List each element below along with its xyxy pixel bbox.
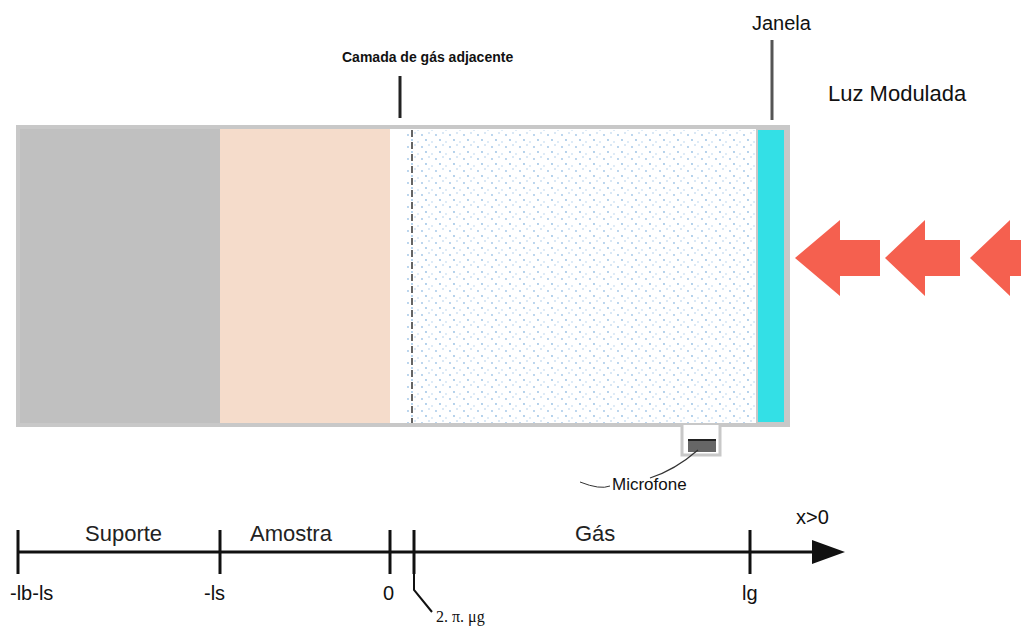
region-label: Amostra xyxy=(250,521,332,547)
region-label: Suporte xyxy=(85,521,162,547)
axis-tick-label: 0 xyxy=(383,582,394,604)
axis-tick-label: lg xyxy=(742,582,758,604)
axis-tick-label: -lb-ls xyxy=(10,582,53,604)
part-label: Microfone xyxy=(612,476,687,495)
cell-region: Gás xyxy=(390,129,756,423)
axis-label: x>0 xyxy=(796,506,829,528)
axis-tick-label: -ls xyxy=(204,582,225,604)
cell-region: Suporte xyxy=(20,129,220,423)
axis-tick-label: 2. π. μg xyxy=(436,608,485,626)
part-label: Luz Modulada xyxy=(828,82,966,106)
part-label: Camada de gás adjacente xyxy=(342,50,513,65)
part-label: Janela xyxy=(752,12,811,34)
region-label: Gás xyxy=(575,521,615,547)
cell-region: Amostra xyxy=(220,129,390,423)
